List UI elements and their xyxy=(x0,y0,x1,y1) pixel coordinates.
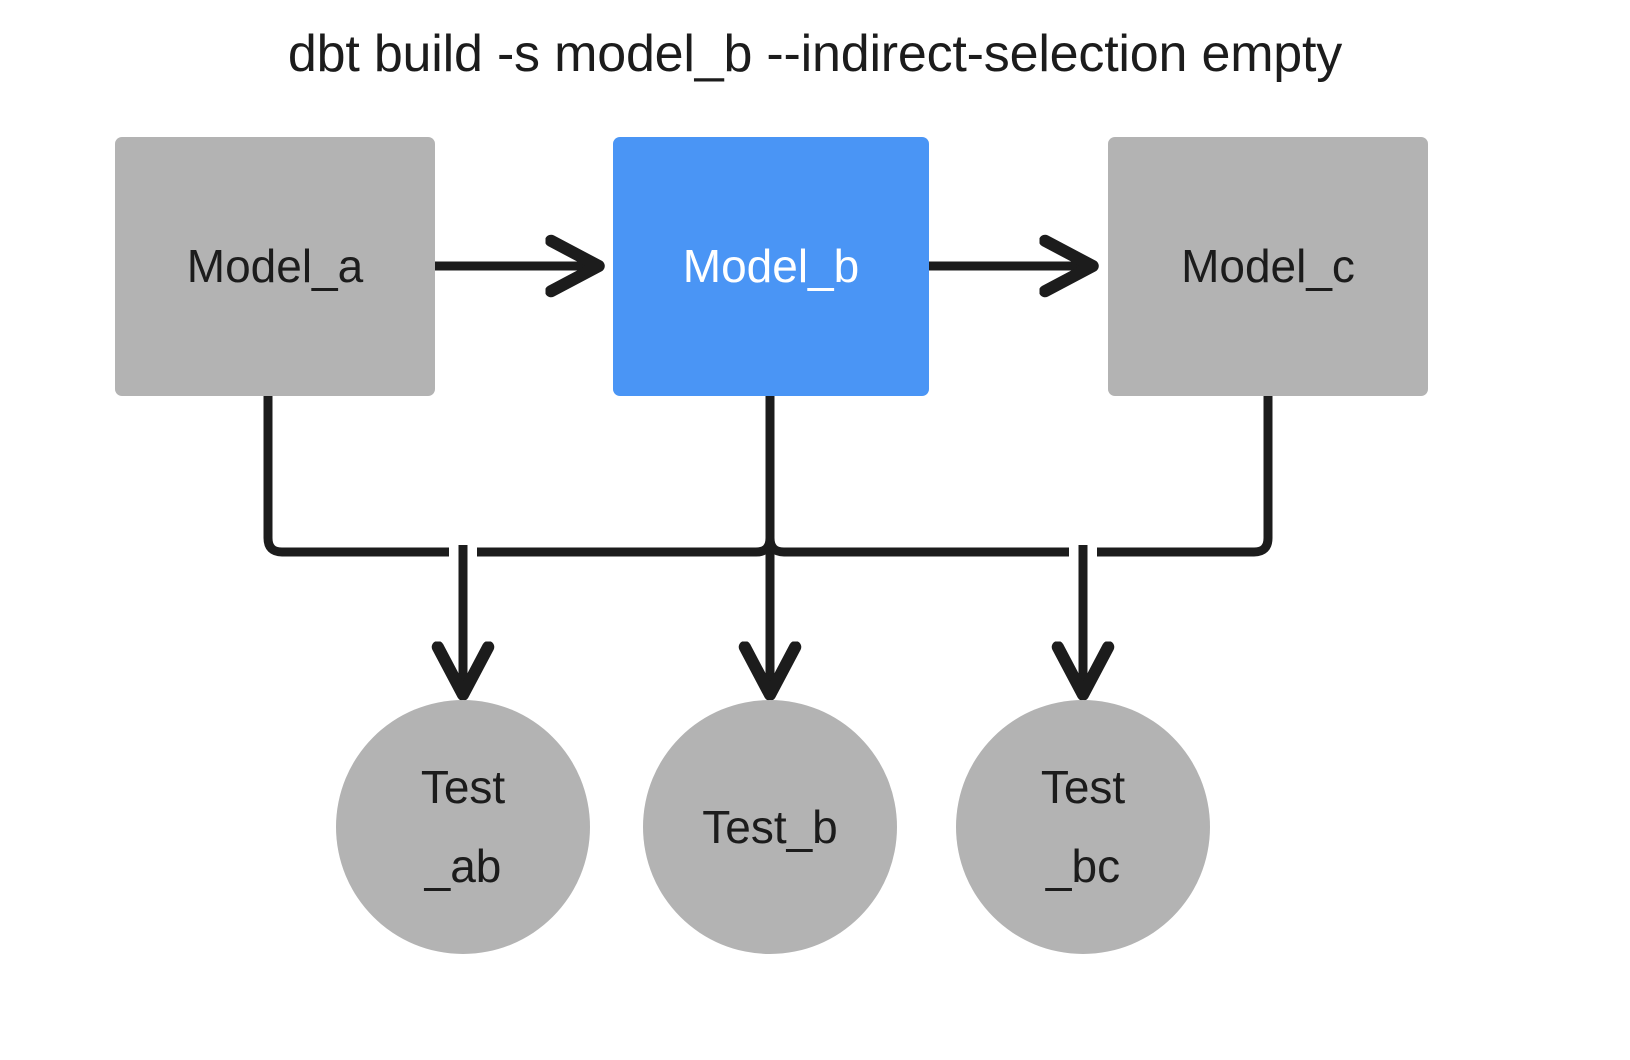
edge-model-c-to-test-bc xyxy=(1097,396,1273,557)
edge-model-b-to-test-bc xyxy=(765,537,1069,557)
node-model-c[interactable]: Model_c xyxy=(1108,137,1428,396)
node-test-ab-label-line1: Test xyxy=(420,760,506,813)
node-model-a[interactable]: Model_a xyxy=(115,137,435,396)
node-model-c-label: Model_c xyxy=(1181,240,1355,293)
node-model-a-label: Model_a xyxy=(186,240,364,293)
node-test-ab-label-line2: _ab xyxy=(424,840,502,892)
node-test-b-label-line1: Test_b xyxy=(702,800,838,853)
diagram-title: dbt build -s model_b --indirect-selectio… xyxy=(287,25,1343,83)
edge-model-b-to-test-ab xyxy=(477,396,775,557)
edge-model-a-to-test-ab xyxy=(263,396,449,557)
node-test-b[interactable]: Test_b xyxy=(643,700,897,954)
node-model-b-label: Model_b xyxy=(682,240,860,293)
node-test-ab[interactable]: Test _ab xyxy=(336,700,590,954)
node-test-bc[interactable]: Test _bc xyxy=(956,700,1210,954)
node-test-bc-label-line2: _bc xyxy=(1045,840,1121,892)
node-test-bc-label-line1: Test xyxy=(1040,760,1126,813)
node-model-b[interactable]: Model_b xyxy=(613,137,929,396)
